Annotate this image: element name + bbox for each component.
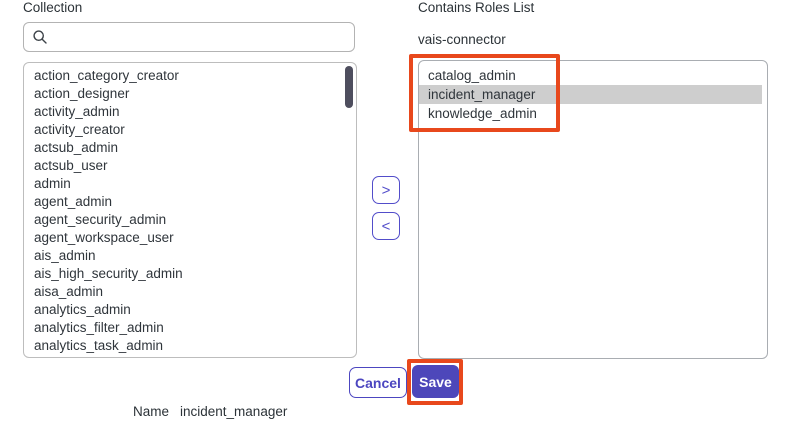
list-item[interactable]: knowledge_admin: [428, 106, 537, 121]
scrollbar-thumb[interactable]: [345, 66, 353, 108]
group-name: vais-connector: [418, 32, 506, 47]
list-item[interactable]: incident_manager: [419, 85, 762, 104]
add-role-button[interactable]: >: [372, 176, 400, 204]
save-button[interactable]: Save: [412, 365, 459, 398]
cancel-button[interactable]: Cancel: [349, 367, 407, 398]
list-item[interactable]: activity_admin: [34, 104, 120, 119]
list-item[interactable]: agent_admin: [34, 194, 113, 209]
list-item[interactable]: actsub_admin: [34, 140, 119, 155]
contains-roles-items: catalog_admin incident_manager knowledge_a…: [419, 66, 767, 123]
list-item[interactable]: agent_security_admin: [34, 212, 167, 227]
list-item[interactable]: analytics_filter_admin: [34, 320, 164, 335]
name-value: incident_manager: [180, 404, 288, 419]
list-item[interactable]: action_designer: [34, 86, 130, 101]
list-item[interactable]: agent_workspace_user: [34, 230, 174, 245]
search-icon: [33, 30, 47, 44]
search-input[interactable]: [54, 29, 346, 45]
list-item[interactable]: analytics_admin: [34, 302, 131, 317]
name-row: Name incident_manager: [133, 404, 287, 419]
list-item[interactable]: admin: [34, 176, 71, 191]
name-label: Name: [133, 404, 170, 419]
list-item[interactable]: aisa_admin: [34, 284, 104, 299]
list-item[interactable]: ais_high_security_admin: [34, 266, 183, 281]
contains-roles-list[interactable]: catalog_admin incident_manager knowledge_a…: [418, 60, 768, 359]
list-item[interactable]: ais_admin: [34, 248, 96, 263]
list-item[interactable]: activity_creator: [34, 122, 125, 137]
collection-label: Collection: [23, 0, 83, 15]
left-list-scrollbar[interactable]: [344, 64, 354, 356]
list-item[interactable]: catalog_admin: [428, 68, 516, 83]
list-item[interactable]: action_category_creator: [34, 68, 179, 83]
role-search-box[interactable]: [23, 22, 355, 52]
list-item[interactable]: antivirus_admin: [24, 355, 356, 357]
list-item[interactable]: actsub_user: [34, 158, 108, 173]
contains-roles-label: Contains Roles List: [418, 0, 535, 15]
remove-role-button[interactable]: <: [372, 212, 400, 240]
list-item[interactable]: analytics_task_admin: [34, 338, 164, 353]
